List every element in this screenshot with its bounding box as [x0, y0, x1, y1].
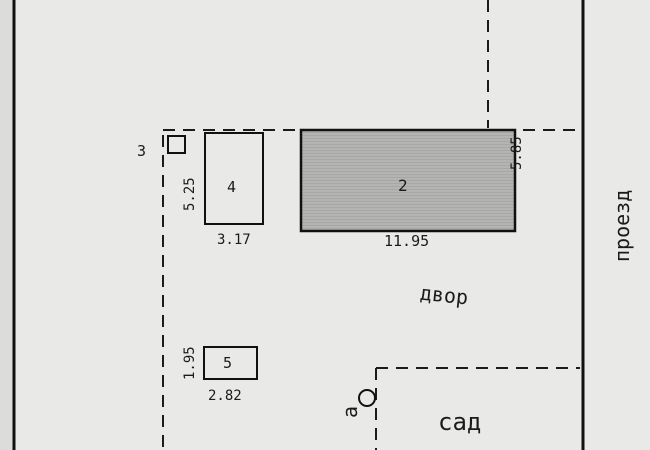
building-3-number: 3	[137, 142, 147, 160]
building-4	[204, 132, 264, 225]
building-4-depth-dimension: 5.25	[182, 177, 198, 211]
marker-circle	[358, 389, 376, 407]
building-5	[203, 346, 258, 380]
building-4-number: 4	[227, 178, 237, 196]
building-4-width-dimension: 3.17	[217, 232, 251, 248]
paper-edge	[0, 0, 14, 450]
building-3	[167, 135, 186, 154]
garden-label: сад	[438, 408, 482, 436]
building-5-depth-dimension: 1.95	[182, 346, 198, 380]
building-2-depth-dimension: 5.85	[509, 136, 525, 170]
building-2-width-dimension: 11.95	[384, 232, 430, 250]
yard-label: двор	[418, 280, 470, 310]
marker-label: а	[338, 405, 362, 418]
building-2	[299, 128, 517, 233]
passage-label: проезд	[610, 189, 634, 262]
building-5-width-dimension: 2.82	[208, 388, 242, 404]
building-5-number: 5	[223, 354, 233, 372]
building-2-number: 2	[398, 176, 408, 195]
